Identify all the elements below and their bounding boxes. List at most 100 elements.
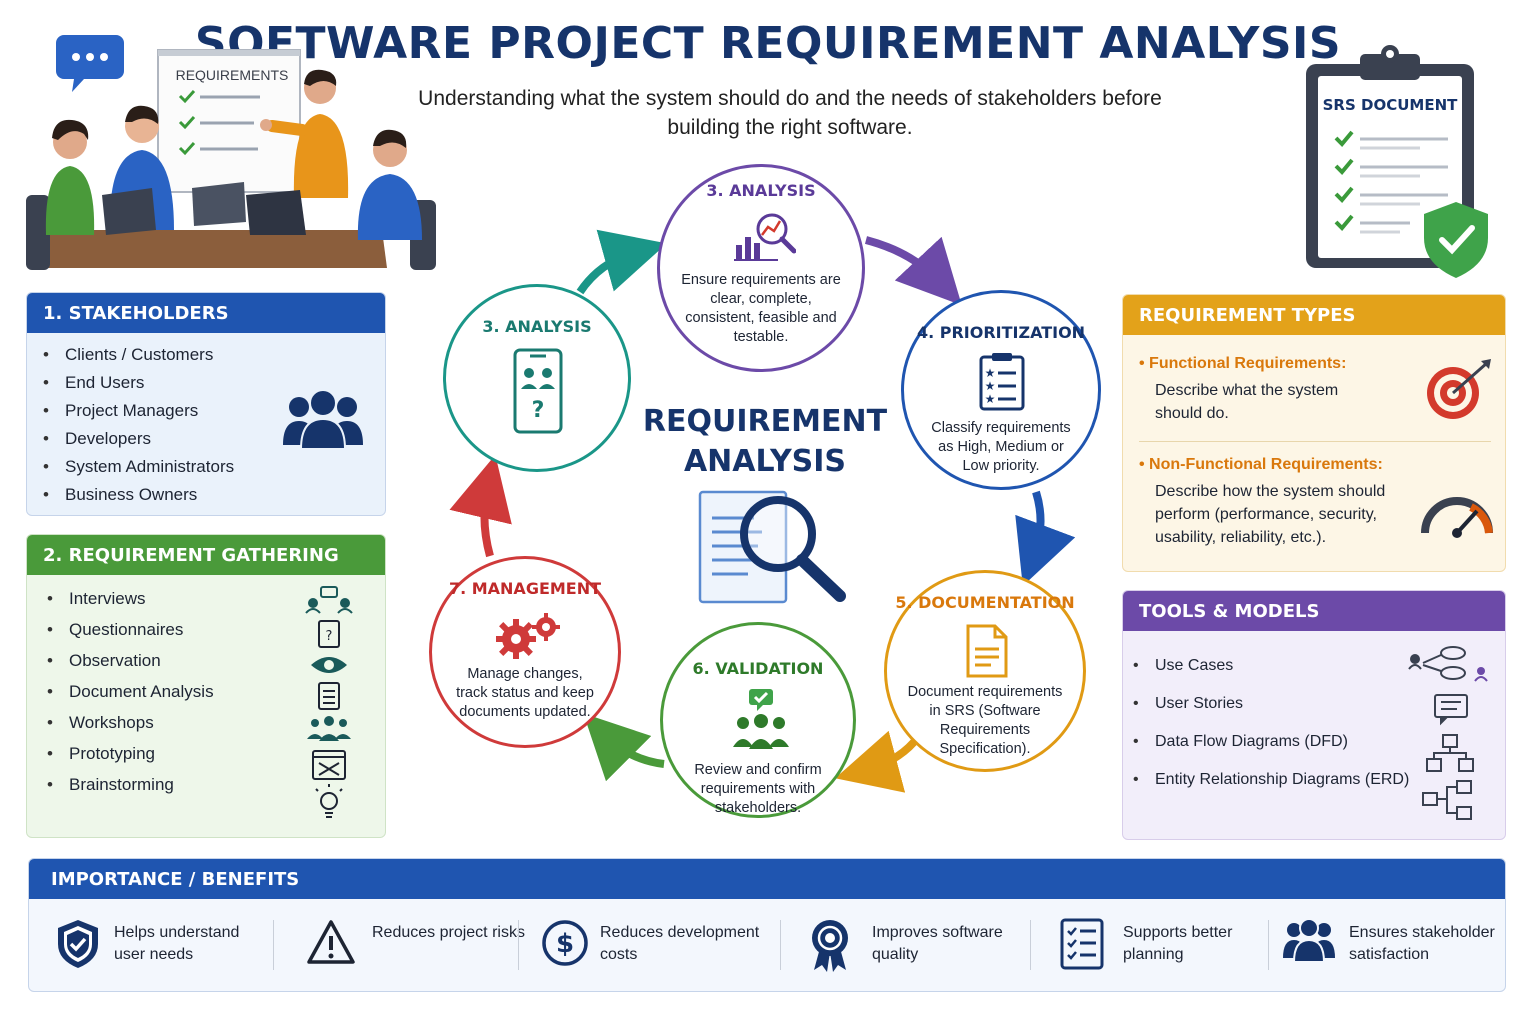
step-title: 4. PRIORITIZATION: [916, 323, 1086, 342]
user-story-icon: [1434, 694, 1468, 726]
team-approval-icon: [733, 689, 789, 749]
svg-text:★: ★: [985, 392, 996, 406]
divider: [1030, 920, 1031, 970]
arrow-teal: [576, 229, 667, 295]
questionnaire-icon: ?: [318, 620, 340, 648]
warning-icon: [307, 920, 355, 964]
tools-icons: [1408, 646, 1488, 820]
workshop-users-icon: [307, 716, 351, 741]
nonfunctional-title: • Non-Functional Requirements:: [1139, 456, 1383, 473]
gathering-icons: ?: [305, 586, 353, 818]
award-ribbon-icon: [812, 920, 848, 972]
section-divider: [1139, 441, 1491, 442]
requirement-types-panel: REQUIREMENT TYPES • Functional Requireme…: [1122, 294, 1506, 572]
benefit-text: Helps understand user needs: [114, 924, 240, 963]
checklist-icon: [1334, 130, 1448, 234]
stakeholders-title: 1. STAKEHOLDERS: [27, 293, 385, 333]
cycle-step-analysis-top: 3. ANALYSIS Ensure requirements are clea…: [657, 164, 865, 372]
srs-document-label: SRS DOCUMENT: [1322, 96, 1458, 114]
stakeholders-list: Clients / Customers End Users Project Ma…: [43, 345, 234, 513]
chart-magnifier-icon: [734, 213, 796, 261]
shield-check-icon: [58, 920, 98, 968]
divider: [518, 920, 519, 970]
benefit-quality: Improves software quality: [806, 918, 1003, 978]
page-subtitle: Understanding what the system should do …: [418, 87, 1162, 139]
step-desc: Review and confirm requirements with sta…: [694, 762, 822, 816]
document-search-icon: [698, 490, 846, 604]
laptop-icon: [102, 182, 306, 235]
step-title: 5. DOCUMENTATION: [895, 593, 1075, 612]
svg-text:?: ?: [532, 398, 545, 423]
benefit-reduce-costs: $ Reduces development costs: [540, 918, 759, 978]
list-item: Use Cases: [1133, 657, 1409, 695]
step-desc: Classify requirements as High, Medium or…: [931, 420, 1071, 474]
functional-title-text: Functional Requirements:: [1149, 355, 1347, 372]
cycle-step-validation: 6. VALIDATION Review and confirm require…: [660, 622, 856, 818]
tools-list: Use Cases User Stories Data Flow Diagram…: [1133, 657, 1409, 809]
svg-text:★: ★: [985, 379, 996, 393]
list-item: End Users: [43, 373, 234, 401]
cycle-step-documentation: 5. DOCUMENTATION Document requirements i…: [884, 570, 1086, 772]
gauge-icon: [1421, 497, 1493, 538]
benefit-text: Ensures stakeholder satisfaction: [1349, 924, 1495, 963]
benefits-title: IMPORTANCE / BENEFITS: [29, 859, 1505, 899]
srs-document-illustration: SRS DOCUMENT: [1300, 40, 1500, 280]
center-title-line2: ANALYSIS: [683, 444, 847, 479]
divider: [1268, 920, 1269, 970]
arrow-green: [583, 713, 665, 782]
list-item: Data Flow Diagrams (DFD): [1133, 733, 1409, 771]
svg-text:$: $: [556, 929, 574, 959]
list-item: Clients / Customers: [43, 345, 234, 373]
use-case-icon: [1408, 646, 1488, 682]
divider: [273, 920, 274, 970]
shield-check-icon: [1424, 202, 1488, 278]
benefit-satisfaction: Ensures stakeholder satisfaction: [1282, 918, 1495, 978]
chat-bubble-icon: [56, 35, 124, 92]
list-item: Prototyping: [47, 744, 214, 775]
list-item: System Administrators: [43, 457, 234, 485]
prototype-icon: [312, 750, 346, 780]
target-icon: [1427, 359, 1491, 419]
functional-title: • Functional Requirements:: [1139, 355, 1347, 372]
step-title: 3. ANALYSIS: [706, 181, 816, 200]
lightbulb-icon: [315, 784, 343, 818]
gears-icon: [496, 613, 560, 659]
group-users-icon: [1283, 918, 1335, 963]
benefit-user-needs: Helps understand user needs: [54, 918, 239, 978]
step-title: 7. MANAGEMENT: [448, 579, 602, 598]
group-users-icon: [283, 389, 363, 449]
gathering-list: Interviews Questionnaires Observation Do…: [47, 589, 214, 806]
cycle-step-analysis-left: 3. ANALYSIS ?: [443, 284, 631, 472]
nonfunctional-title-text: Non-Functional Requirements:: [1149, 456, 1383, 473]
requirement-types-title: REQUIREMENT TYPES: [1123, 295, 1505, 335]
svg-text:?: ?: [326, 629, 333, 644]
list-item: Business Owners: [43, 485, 234, 513]
benefit-text: Improves software quality: [872, 924, 1003, 963]
cycle-step-prioritization: 4. PRIORITIZATION ★ ★ ★ Classify require…: [901, 290, 1101, 490]
gathering-panel: 2. REQUIREMENT GATHERING Interviews Ques…: [26, 534, 386, 838]
benefit-text: Supports better planning: [1123, 924, 1233, 963]
cycle-center-title: REQUIREMENT ANALYSIS: [640, 402, 890, 482]
eye-icon: [311, 657, 347, 673]
list-item: Questionnaires: [47, 620, 214, 651]
arrow-blue: [1015, 490, 1076, 586]
arrow-orange: [835, 730, 917, 793]
checklist-icon: [1060, 918, 1104, 970]
divider: [780, 920, 781, 970]
arrow-red: [449, 454, 512, 558]
dollar-icon: $: [542, 920, 588, 966]
list-item: Brainstorming: [47, 775, 214, 806]
cycle-step-management: 7. MANAGEMENT Manage changes, track stat…: [429, 556, 621, 748]
benefit-text: Reduces development costs: [600, 924, 760, 963]
functional-desc: Describe what the system should do.: [1155, 382, 1339, 422]
list-item: Interviews: [47, 589, 214, 620]
nonfunctional-desc: Describe how the system should perform (…: [1155, 483, 1386, 546]
priority-list-icon: ★ ★ ★: [979, 353, 1025, 411]
interview-icon: [305, 586, 353, 614]
list-item: Entity Relationship Diagrams (ERD): [1133, 771, 1409, 809]
list-item: Developers: [43, 429, 234, 457]
erd-icon: [1422, 780, 1472, 820]
benefit-reduce-risks: Reduces project risks: [306, 918, 525, 978]
arrow-purple: [864, 236, 962, 306]
